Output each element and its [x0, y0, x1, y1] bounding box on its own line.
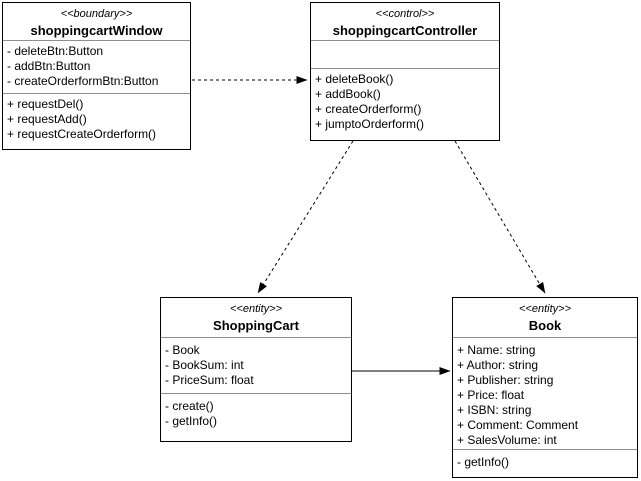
method: + addBook(): [315, 87, 381, 101]
class-name: Book: [528, 318, 562, 333]
class-attributes: - deleteBtn:Button - addBtn:Button - cre…: [3, 40, 190, 93]
attribute: - Book: [165, 343, 200, 357]
class-attributes: - Book - BookSum: int - PriceSum: float: [161, 337, 351, 393]
attribute: - PriceSum: float: [165, 373, 254, 387]
class-stereotype: <<control>>: [375, 8, 435, 20]
class-methods: + deleteBook() + addBook() + createOrder…: [311, 68, 499, 140]
class-attributes: + Name: string + Author: string + Publis…: [453, 337, 637, 449]
class-header: <<control>> shoppingcartController: [311, 3, 499, 40]
dependency-arrow-controller-to-book: [454, 140, 546, 294]
class-shoppingcartwindow: <<boundary>> shoppingcartWindow - delete…: [2, 2, 191, 150]
class-header: <<boundary>> shoppingcartWindow: [3, 3, 190, 40]
attribute: + ISBN: string: [457, 403, 532, 417]
attribute: - BookSum: int: [165, 358, 244, 372]
attribute: - createOrderformBtn:Button: [7, 74, 159, 88]
class-stereotype: <<entity>>: [230, 303, 282, 315]
attribute: + Comment: Comment: [457, 418, 579, 432]
attribute: - addBtn:Button: [7, 59, 91, 73]
class-shoppingcart: <<entity>> ShoppingCart - Book - BookSum…: [160, 297, 352, 442]
class-attributes-empty: [311, 40, 499, 68]
method: + deleteBook(): [315, 72, 394, 86]
method: + requestCreateOrderform(): [7, 127, 157, 141]
class-methods: + requestDel() + requestAdd() + requestC…: [3, 93, 190, 149]
dependency-arrow-controller-to-shoppingcart: [257, 140, 354, 294]
class-name: ShoppingCart: [213, 318, 299, 333]
method: - getInfo(): [165, 414, 218, 428]
class-header: <<entity>> ShoppingCart: [161, 298, 351, 337]
attribute: + Price: float: [457, 388, 525, 402]
class-name: shoppingcartWindow: [30, 23, 163, 38]
class-methods: - create() - getInfo(): [161, 393, 351, 441]
attribute: - deleteBtn:Button: [7, 44, 104, 58]
class-stereotype: <<boundary>>: [60, 8, 133, 20]
class-name: shoppingcartController: [332, 23, 478, 38]
class-book: <<entity>> Book + Name: string + Author:…: [452, 297, 638, 478]
class-stereotype: <<entity>>: [519, 303, 571, 315]
method: + requestAdd(): [7, 112, 87, 126]
method: - getInfo(): [457, 455, 510, 469]
attribute: + Name: string: [457, 343, 536, 357]
class-shoppingcartcontroller: <<control>> shoppingcartController + del…: [310, 2, 500, 141]
attribute: + SalesVolume: int: [457, 433, 557, 447]
class-methods: - getInfo(): [453, 449, 637, 477]
method: + createOrderform(): [315, 102, 422, 116]
method: + requestDel(): [7, 97, 84, 111]
method: - create(): [165, 399, 214, 413]
attribute: + Publisher: string: [457, 373, 554, 387]
class-header: <<entity>> Book: [453, 298, 637, 337]
attribute: + Author: string: [457, 358, 539, 372]
method: + jumptoOrderform(): [315, 117, 425, 131]
